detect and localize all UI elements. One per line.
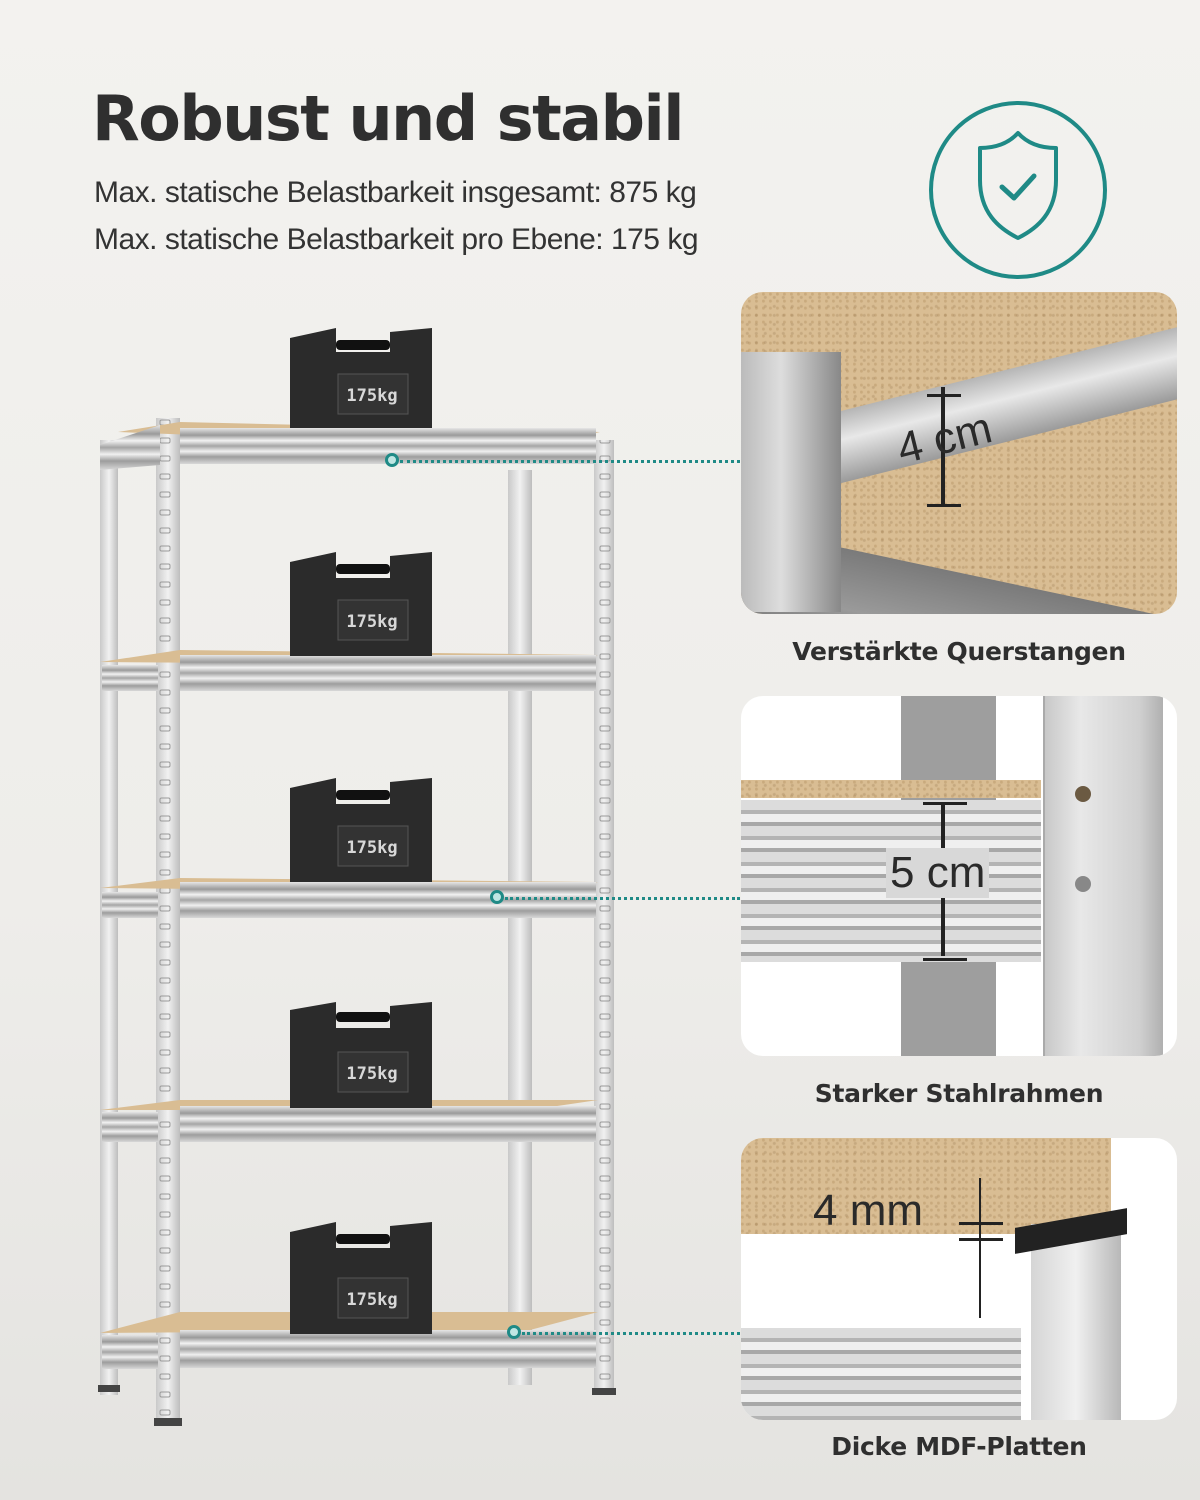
shield-check-icon: [928, 100, 1108, 280]
caption-mdf: Dicke MDF-Platten: [831, 1432, 1087, 1461]
weight-2: 175kg: [290, 552, 432, 656]
detail-panel-mdf: 4 mm: [741, 1138, 1177, 1420]
measurement-label: 5 cm: [886, 848, 990, 898]
svg-text:175kg: 175kg: [346, 1064, 397, 1084]
svg-text:175kg: 175kg: [346, 386, 397, 406]
caption-crossbar: Verstärkte Querstangen: [792, 637, 1126, 666]
connector-line-1: [400, 460, 740, 463]
svg-text:175kg: 175kg: [346, 1290, 397, 1310]
weight-1: 175kg: [290, 328, 432, 428]
connector-line-2: [505, 897, 740, 900]
svg-text:175kg: 175kg: [346, 838, 397, 858]
connector-line-3: [522, 1332, 740, 1335]
svg-text:175kg: 175kg: [346, 612, 397, 632]
hotspot-dot-1: [385, 453, 399, 467]
page-title: Robust und stabil: [92, 82, 685, 155]
detail-panel-crossbar: 4 cm: [741, 292, 1177, 614]
per-level-load-text: Max. statische Belastbarkeit pro Ebene: …: [94, 223, 699, 256]
weight-5: 175kg: [290, 1222, 432, 1334]
weight-4: 175kg: [290, 1002, 432, 1108]
total-load-text: Max. statische Belastbarkeit insgesamt: …: [94, 176, 697, 209]
measurement-label: 4 mm: [813, 1186, 923, 1235]
shelf-unit-illustration: 175kg 175kg 175kg 175kg 175kg: [98, 328, 616, 1426]
hotspot-dot-3: [507, 1325, 521, 1339]
weight-3: 175kg: [290, 778, 432, 882]
detail-panel-steel-frame: 5 cm: [741, 696, 1177, 1056]
hotspot-dot-2: [490, 890, 504, 904]
caption-steel-frame: Starker Stahlrahmen: [814, 1079, 1104, 1108]
